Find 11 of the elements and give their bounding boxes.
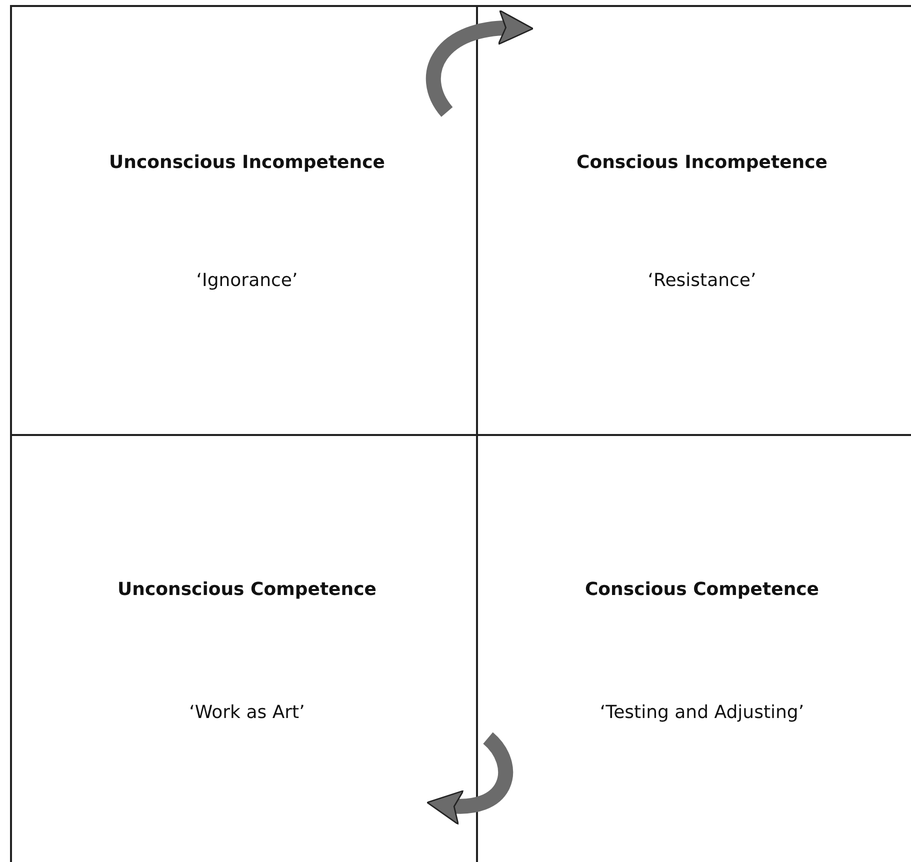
quadrant-box xyxy=(10,5,478,436)
quadrant-subtitle: ‘Resistance’ xyxy=(648,270,756,291)
curved-arrow xyxy=(426,10,534,116)
quadrant-heading: Unconscious Competence xyxy=(118,579,376,600)
quadrant-heading: Unconscious Incompetence xyxy=(109,152,385,173)
quadrant-subtitle: ‘Work as Art’ xyxy=(189,702,305,723)
curved-arrow xyxy=(426,732,513,824)
quadrant-subtitle: ‘Testing and Adjusting’ xyxy=(600,702,804,723)
quadrant-subtitle: ‘Ignorance’ xyxy=(196,270,298,291)
quadrant-heading: Conscious Incompetence xyxy=(576,152,828,173)
quadrant-heading: Conscious Competence xyxy=(584,579,820,600)
